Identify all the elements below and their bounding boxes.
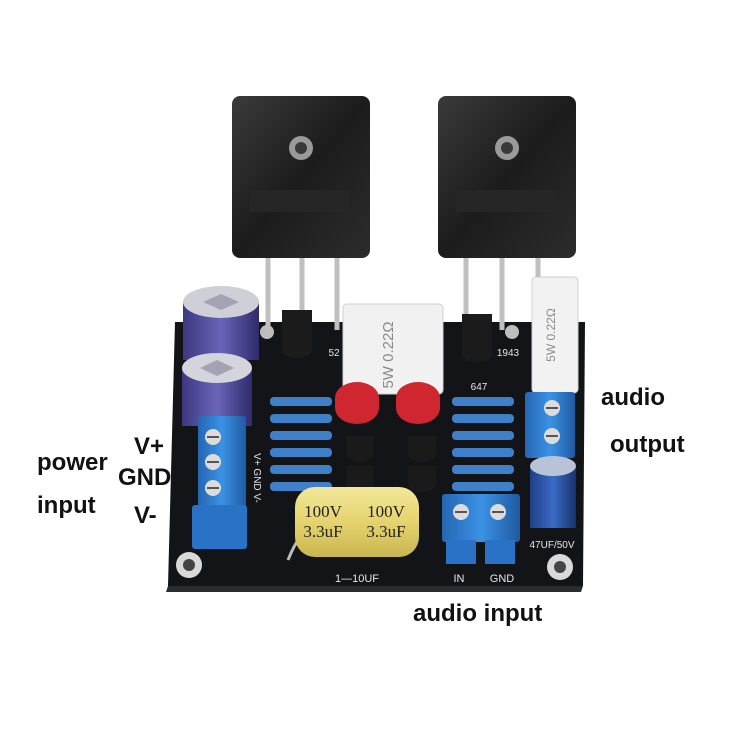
label-audio-input: audio input	[413, 600, 543, 627]
audio-output-terminal	[525, 392, 575, 458]
svg-text:647: 647	[471, 382, 488, 393]
label-gnd: GND	[118, 464, 172, 491]
silkscreen-labels: 1—10UF IN GND V+ GND V- 47UF/50V 1943 52…	[251, 348, 575, 585]
label-v-minus: V-	[134, 502, 157, 529]
power-input-terminal	[192, 416, 247, 549]
svg-text:100V: 100V	[304, 502, 343, 521]
label-v-plus: V+	[134, 433, 165, 460]
label-output: output	[610, 431, 685, 458]
svg-text:52: 52	[328, 348, 340, 359]
svg-text:47UF/50V: 47UF/50V	[529, 540, 574, 551]
power-transistor-left	[232, 96, 370, 258]
svg-text:5W 0.22Ω: 5W 0.22Ω	[544, 308, 558, 362]
small-transistors	[346, 436, 436, 492]
svg-text:3.3uF: 3.3uF	[366, 522, 405, 541]
resistor-array-right	[452, 397, 514, 491]
label-audio: audio	[601, 384, 665, 411]
cement-resistor-left: 5W 0.22Ω	[342, 303, 444, 395]
audio-input-terminal	[442, 494, 520, 564]
red-capacitors	[335, 382, 440, 424]
resistor-array-left	[270, 397, 332, 491]
electrolytic-cap-top-left	[183, 286, 259, 360]
electrolytic-cap-right	[530, 456, 576, 528]
label-power: power	[37, 449, 108, 476]
svg-text:1943: 1943	[497, 348, 520, 359]
svg-text:V+ GND V-: V+ GND V-	[251, 453, 262, 503]
cement-resistor-right: 5W 0.22Ω	[531, 276, 579, 394]
driver-transistors	[282, 310, 492, 362]
label-input: input	[37, 492, 96, 519]
power-transistor-right	[438, 96, 576, 258]
yellow-film-capacitor: 100V 3.3uF 100V 3.3uF	[286, 487, 419, 561]
svg-text:5W 0.22Ω: 5W 0.22Ω	[380, 321, 397, 388]
mounting-holes	[176, 325, 573, 580]
svg-text:100V: 100V	[367, 502, 406, 521]
svg-text:3.3uF: 3.3uF	[303, 522, 342, 541]
svg-text:GND: GND	[490, 573, 515, 585]
electrolytic-cap-bottom-left	[182, 353, 252, 426]
svg-text:IN: IN	[454, 573, 465, 585]
svg-text:1—10UF: 1—10UF	[335, 573, 379, 585]
